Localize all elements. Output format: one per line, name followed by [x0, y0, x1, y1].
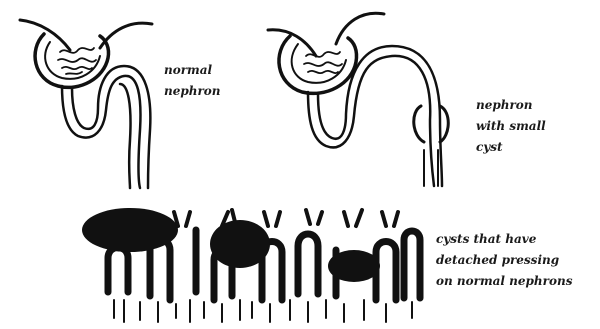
caption-line: nephron [476, 95, 546, 116]
caption-detached-cysts: cysts that have detached pressing on nor… [436, 229, 572, 292]
large-cyst-right [328, 250, 380, 282]
caption-normal-nephron: normal nephron [164, 60, 221, 102]
caption-line: with small [476, 116, 546, 137]
large-cyst-center [210, 220, 270, 268]
caption-line: on normal nephrons [436, 271, 572, 292]
caption-line: detached pressing [436, 250, 572, 271]
nephron-with-cyst [268, 13, 448, 186]
caption-line: normal [164, 60, 221, 81]
caption-line: cyst [476, 137, 546, 158]
normal-nephron [20, 20, 152, 188]
large-cyst-left [82, 208, 178, 252]
detached-cysts-cluster [82, 208, 420, 322]
caption-nephron-small-cyst: nephron with small cyst [476, 95, 546, 158]
caption-line: cysts that have [436, 229, 572, 250]
caption-line: nephron [164, 81, 221, 102]
